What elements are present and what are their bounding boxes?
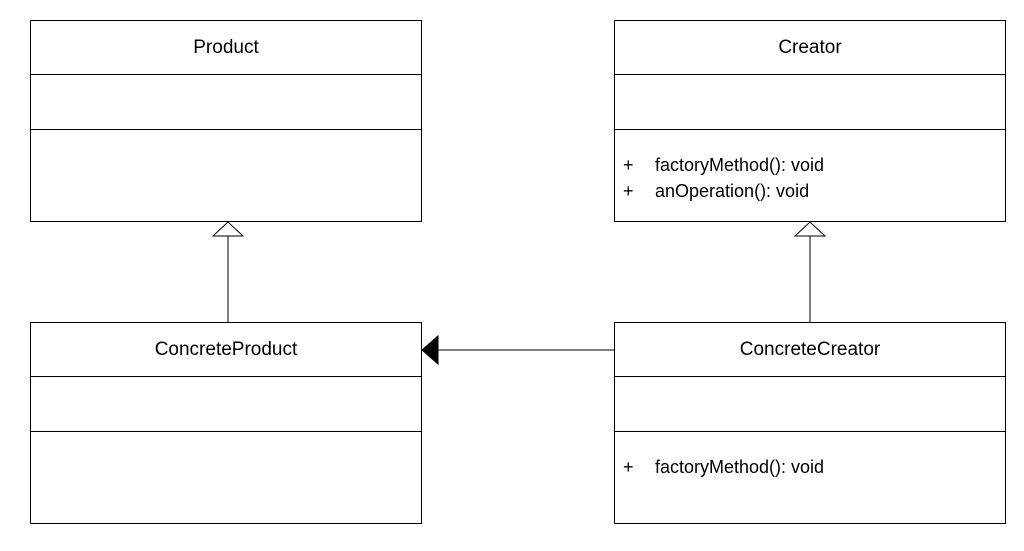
- operation-visibility: +: [623, 181, 634, 201]
- attributes-section-creator: [615, 75, 1005, 130]
- class-creator[interactable]: Creator + factoryMethod(): void + anOper…: [614, 20, 1006, 222]
- operation-row: + factoryMethod(): void: [623, 454, 1005, 480]
- class-name-product: Product: [31, 21, 421, 75]
- generalization-arrowhead-creator: [793, 221, 827, 237]
- association-arrowhead: [421, 334, 439, 366]
- operation-signature: factoryMethod(): void: [655, 457, 825, 477]
- class-concrete-creator[interactable]: ConcreteCreator + factoryMethod(): void: [614, 322, 1006, 524]
- operations-section-concrete-creator: + factoryMethod(): void: [615, 432, 1005, 523]
- operation-signature: factoryMethod(): void: [655, 155, 825, 175]
- operation-signature: anOperation(): void: [655, 181, 810, 201]
- class-product[interactable]: Product: [30, 20, 422, 222]
- operations-section-creator: + factoryMethod(): void + anOperation():…: [615, 130, 1005, 221]
- operation-visibility: +: [623, 457, 634, 477]
- attributes-section-concrete-product: [31, 377, 421, 432]
- operation-row: + anOperation(): void: [623, 178, 1005, 204]
- class-name-concrete-product: ConcreteProduct: [31, 323, 421, 377]
- class-name-concrete-creator: ConcreteCreator: [615, 323, 1005, 377]
- generalization-arrowhead-product: [211, 221, 245, 237]
- operations-section-concrete-product: [31, 432, 421, 523]
- class-concrete-product[interactable]: ConcreteProduct: [30, 322, 422, 524]
- operation-visibility: +: [623, 155, 634, 175]
- class-name-creator: Creator: [615, 21, 1005, 75]
- attributes-section-concrete-creator: [615, 377, 1005, 432]
- operation-row: + factoryMethod(): void: [623, 152, 1005, 178]
- attributes-section-product: [31, 75, 421, 130]
- operations-section-product: [31, 130, 421, 221]
